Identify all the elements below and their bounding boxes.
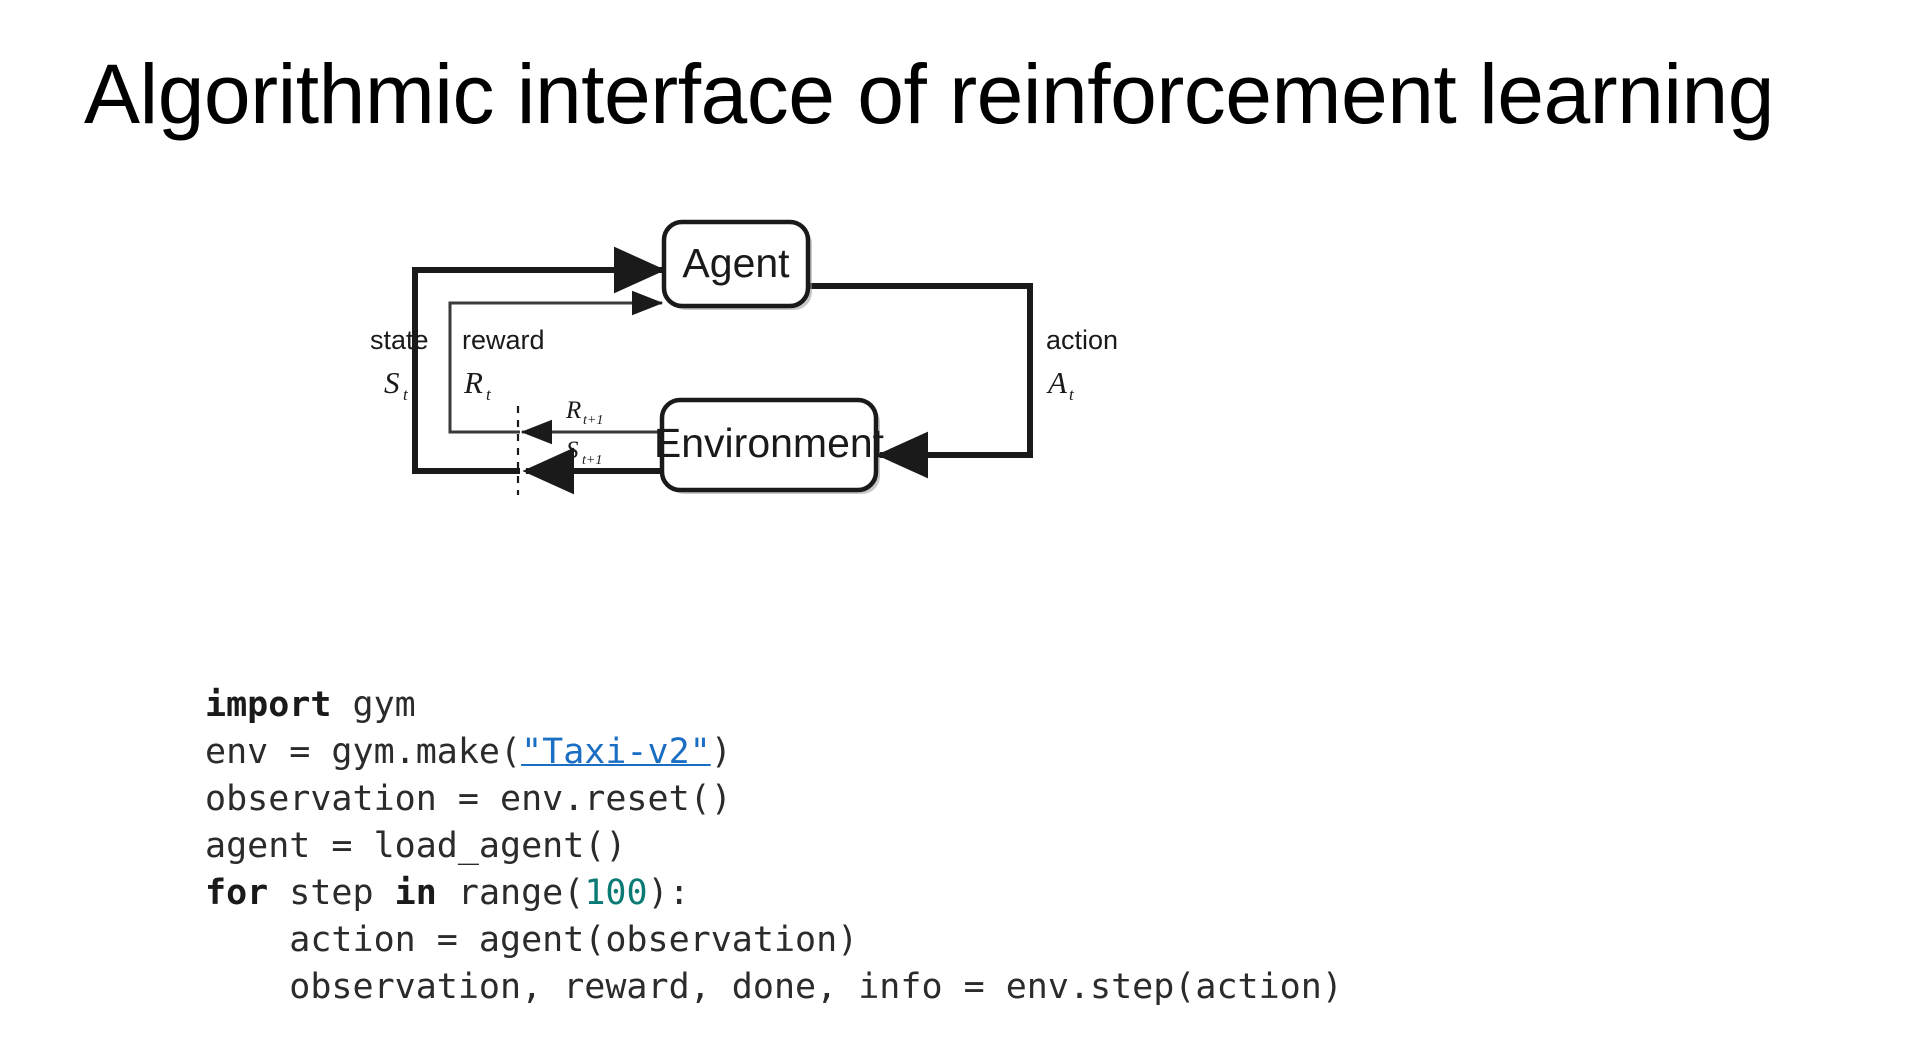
diagram-svg: Agent Environment state S t reward R t a… (370, 219, 1118, 495)
code-keyword: in (394, 873, 437, 913)
label-state-next-symbol: S (566, 437, 579, 464)
code-keyword: for (205, 873, 269, 913)
label-action-symbol: A (1046, 365, 1068, 400)
label-state: state S t (370, 325, 429, 404)
node-environment-label: Environment (654, 420, 885, 466)
label-state-next-subscript: t+1 (582, 453, 602, 468)
label-reward-word: reward (462, 325, 545, 355)
code-line: agent = load_agent() (205, 823, 1343, 870)
edge-reward (448, 290, 664, 434)
code-line: observation = env.reset() (205, 776, 1343, 823)
node-agent-label: Agent (682, 240, 790, 286)
rl-loop-diagram: Agent Environment state S t reward R t a… (370, 210, 1370, 540)
label-state-subscript: t (403, 385, 409, 404)
label-action-word: action (1046, 325, 1118, 355)
code-text: observation, reward, done, info = env.st… (205, 967, 1343, 1007)
node-environment: Environment (654, 397, 885, 494)
label-reward-next: R t+1 (565, 397, 603, 428)
label-action: action A t (1046, 325, 1118, 404)
code-line: for step in range(100): (205, 870, 1343, 917)
label-reward-symbol: R (463, 365, 483, 400)
code-line: action = agent(observation) (205, 917, 1343, 964)
label-state-word: state (370, 325, 429, 355)
edge-state (412, 246, 666, 474)
code-text: ) (710, 732, 732, 772)
page-title: Algorithmic interface of reinforcement l… (84, 47, 1774, 141)
code-text: ): (647, 873, 690, 913)
code-text: observation = env.reset() (205, 779, 732, 819)
code-number: 100 (584, 873, 648, 913)
edge-action (810, 283, 1033, 479)
label-reward-subscript: t (486, 385, 492, 404)
label-reward-next-subscript: t+1 (583, 413, 603, 428)
code-hyperlink[interactable]: "Taxi-v2" (521, 732, 711, 772)
node-agent: Agent (661, 219, 812, 310)
code-text: action = agent(observation) (205, 920, 859, 960)
label-reward-next-symbol: R (565, 397, 581, 424)
code-text: agent = load_agent() (205, 826, 627, 866)
code-text: gym (331, 685, 416, 725)
label-action-subscript: t (1069, 385, 1075, 404)
code-line: env = gym.make("Taxi-v2") (205, 729, 1343, 776)
code-text: step (268, 873, 395, 913)
label-state-symbol: S (384, 365, 400, 400)
code-keyword: import (205, 685, 332, 725)
code-text: env = gym.make( (205, 732, 522, 772)
code-line: import gym (205, 682, 1343, 729)
code-text: range( (436, 873, 585, 913)
label-reward: reward R t (462, 325, 545, 404)
code-line: observation, reward, done, info = env.st… (205, 964, 1343, 1011)
label-state-next: S t+1 (566, 437, 602, 468)
